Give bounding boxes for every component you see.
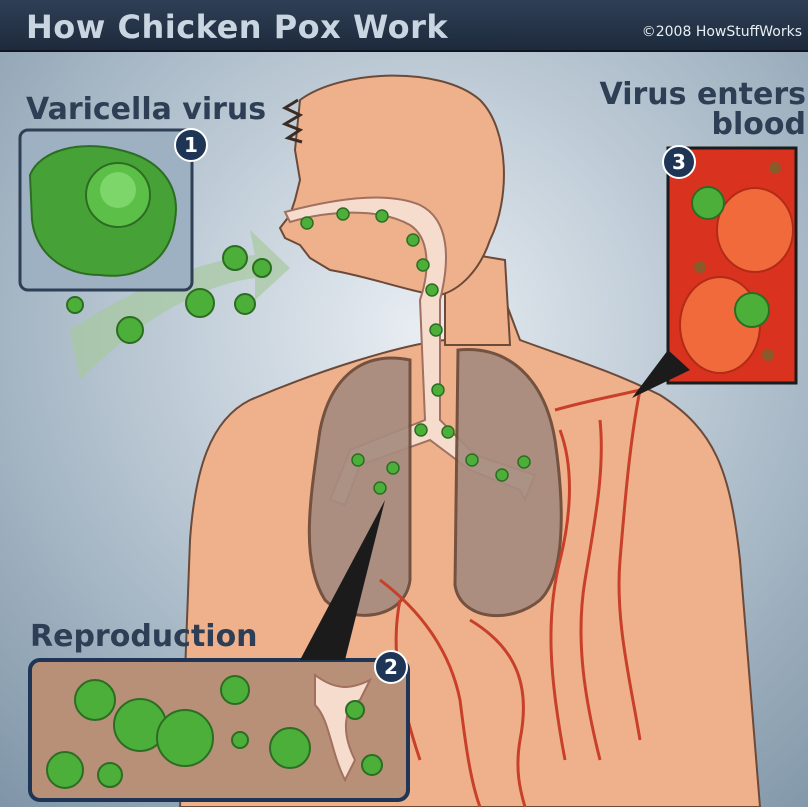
panel-virus-enters-blood [632, 148, 796, 398]
step-1-badge: 1 [174, 128, 208, 162]
step-2-label: Reproduction [30, 622, 258, 652]
title-bar: How Chicken Pox Work ©2008 HowStuffWorks [0, 0, 808, 52]
step-3-badge: 3 [662, 145, 696, 179]
step-3-label-line-1: Virus enters [576, 80, 806, 110]
step-3-label: Virus enters blood [576, 80, 806, 140]
step-1-label: Varicella virus [26, 95, 266, 125]
step-2-badge: 2 [374, 650, 408, 684]
page-title: How Chicken Pox Work [26, 8, 448, 46]
panel-varicella-virus [20, 130, 192, 290]
step-3-label-line-2: blood [576, 110, 806, 140]
copyright-credit: ©2008 HowStuffWorks [642, 24, 802, 40]
head [280, 76, 504, 295]
